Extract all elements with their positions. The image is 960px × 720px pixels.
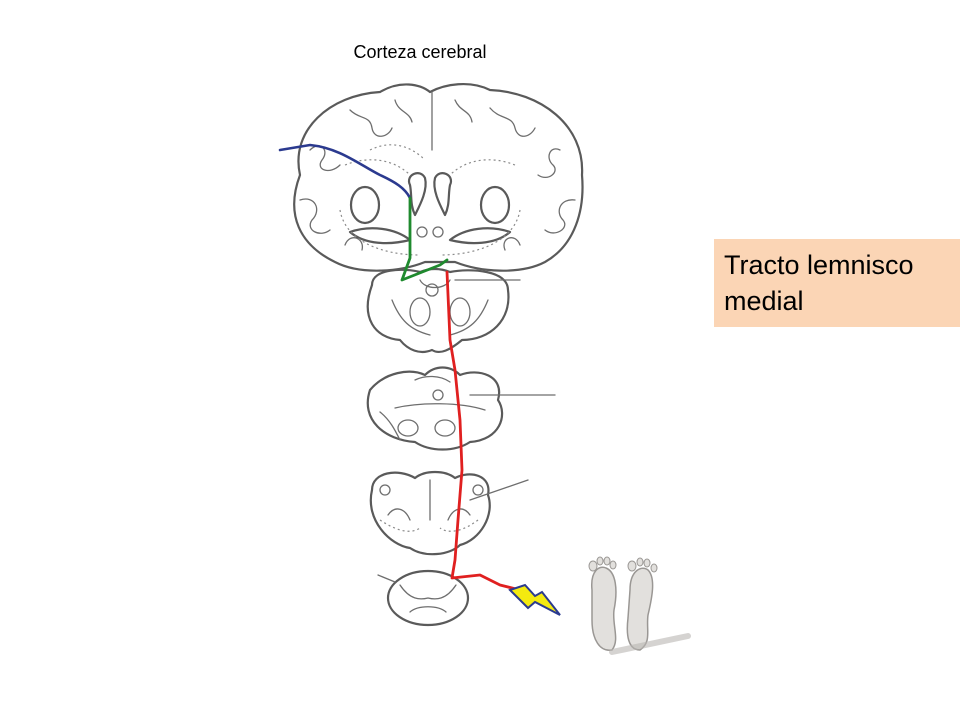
tract-title-line-1: Tracto lemnisco (724, 250, 914, 280)
medulla-section (369, 470, 529, 556)
lightning-bolt-icon (508, 583, 561, 616)
tract-title-box: Tracto lemnisco medial (714, 239, 960, 327)
spinal-cord-section (377, 569, 470, 627)
third-order-neuron-path (278, 143, 412, 200)
second-order-neuron-path (400, 196, 449, 282)
brain-coronal-section (293, 82, 584, 272)
midbrain-section (366, 267, 521, 354)
tract-title-line-2: medial (724, 286, 804, 316)
cortex-label: Corteza cerebral (353, 42, 487, 62)
pons-section (366, 366, 556, 451)
first-order-neuron-path (445, 270, 547, 604)
feet-soles-icon (588, 556, 691, 655)
